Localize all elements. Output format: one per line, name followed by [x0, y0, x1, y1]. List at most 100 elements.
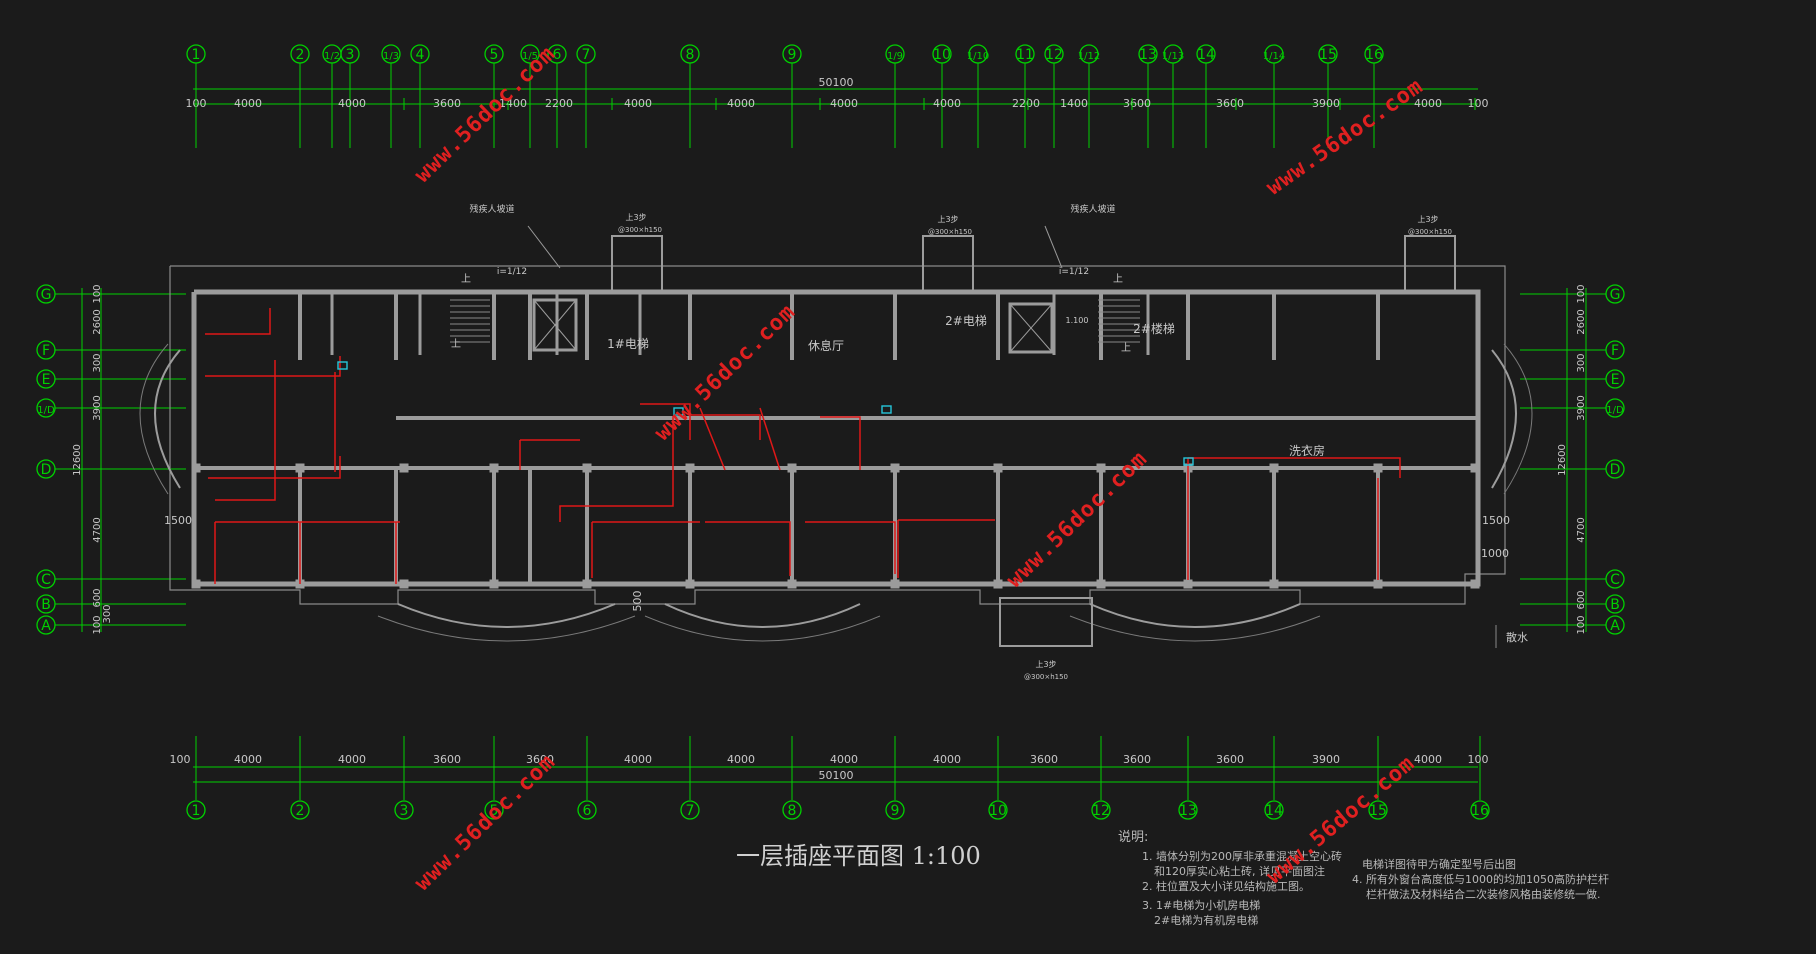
label-steps-sub: @300×h150 [618, 226, 662, 234]
column [489, 463, 499, 473]
axis-bubble-top-label: 11 [1016, 47, 1034, 63]
dim-top: 4000 [830, 97, 858, 110]
label-lounge: 休息厅 [808, 338, 844, 353]
axis-bubble-bottom [394, 800, 414, 820]
dim-bottom: 3600 [1030, 753, 1058, 766]
note-line: 2#电梯为有机房电梯 [1154, 914, 1259, 927]
axis-bubble-bottom [290, 800, 310, 820]
note-line: 电梯详图待甲方确定型号后出图 [1362, 858, 1516, 871]
axis-bubble-bottom-label: 5 [490, 803, 499, 819]
note-line: 1. 墙体分别为200厚非承重混凝土空心砖 [1142, 850, 1342, 863]
column [1470, 463, 1480, 473]
dim-total-top: 50100 [819, 76, 854, 89]
dim-right: 12600 [1557, 444, 1568, 476]
axis-bubble-bottom [1264, 800, 1284, 820]
socket-wiring [559, 416, 674, 522]
dim-right: 300 [1576, 353, 1587, 372]
axis-bubble-left-label: F [42, 343, 50, 359]
dim-left: 4700 [92, 517, 103, 542]
label-laundry: 洗衣房 [1289, 443, 1325, 458]
column [191, 463, 201, 473]
dim-top: 4000 [1414, 97, 1442, 110]
axis-bubble-top-label: 1/13 [1162, 51, 1184, 62]
label-dim: 1000 [1481, 547, 1509, 560]
axis-bubble-top-label: 1/10 [967, 51, 989, 62]
socket-wiring [690, 414, 761, 440]
label-dim-500: 500 [631, 591, 644, 612]
right-bay-curve-outer [1503, 343, 1533, 495]
dim-bottom: 3600 [526, 753, 554, 766]
axis-bubble-top-label: 1/9 [887, 51, 903, 62]
label-slope: i=1/12 [497, 267, 527, 277]
column [1269, 579, 1279, 589]
socket-wiring [640, 403, 691, 440]
axis-bubble-top-label: 14 [1197, 47, 1215, 63]
dim-right: 3900 [1576, 395, 1587, 420]
column [890, 463, 900, 473]
axis-bubble-bottom-label: 13 [1179, 803, 1197, 819]
dim-top: 1400 [499, 97, 527, 110]
axis-bubble-left-label: A [41, 618, 51, 634]
dim-left: 300 [102, 604, 113, 623]
axis-bubble-right-label: G [1610, 287, 1621, 303]
label-elevator-2: 2#电梯 [945, 314, 987, 328]
axis-bubble-left-label: C [41, 572, 51, 588]
dim-bottom: 4000 [624, 753, 652, 766]
dim-right: 4700 [1576, 517, 1587, 542]
label-up: 上 [451, 338, 461, 350]
axis-bubble-top-label: 1/5 [522, 51, 538, 62]
dim-bottom: 3600 [433, 753, 461, 766]
label-ramp: 残疾人坡道 [1070, 203, 1115, 215]
axis-bubble-right-label: C [1610, 572, 1620, 588]
label-steps-sub: @300×h150 [1024, 673, 1068, 681]
bottom-bay-curve-outer [377, 615, 636, 642]
axis-bubble-bottom-label: 9 [891, 803, 900, 819]
dim-left: 3900 [92, 395, 103, 420]
note-line: 3. 1#电梯为小机房电梯 [1142, 899, 1261, 912]
dim-top: 100 [1468, 97, 1489, 110]
dim-top: 2200 [1012, 97, 1040, 110]
socket-wiring [1188, 457, 1401, 478]
axis-bubble-bottom [1091, 800, 1111, 820]
axis-bubble-bottom [988, 800, 1008, 820]
axis-bubble-bottom-label: 6 [583, 803, 592, 819]
dim-top: 4000 [727, 97, 755, 110]
note-line: 和120厚实心粘土砖, 详见平面图注 [1154, 865, 1325, 878]
dim-bottom: 4000 [1414, 753, 1442, 766]
label-level: 1.100 [1066, 316, 1089, 325]
elevator-shaft-2-x [1009, 303, 1053, 353]
socket-wiring [205, 308, 271, 335]
axis-bubble-top-label: 8 [686, 47, 695, 63]
left-bay-curve-outer [139, 343, 169, 495]
elevator-shaft-1-x [533, 299, 577, 351]
left-bay-curve [154, 349, 181, 489]
axis-bubble-bottom-label: 8 [788, 803, 797, 819]
socket-wiring [215, 360, 276, 501]
dim-top: 3600 [1216, 97, 1244, 110]
axis-bubble-bottom [680, 800, 700, 820]
dim-total-bottom: 50100 [819, 769, 854, 782]
axis-bubble-left-label: G [41, 287, 52, 303]
label-steps: 上3步 [625, 213, 646, 222]
axis-bubble-top-label: 1/12 [1078, 51, 1100, 62]
axis-bubble-bottom [1178, 800, 1198, 820]
label-dim: 1500 [164, 514, 192, 527]
axis-bubble-top-label: 2 [296, 47, 305, 63]
label-steps-sub: @300×h150 [928, 228, 972, 236]
label-steps: 上3步 [1035, 660, 1056, 669]
axis-bubble-top-label: 12 [1045, 47, 1063, 63]
axis-bubble-right-label: B [1610, 597, 1620, 613]
axis-bubble-top-label: 13 [1139, 47, 1157, 63]
entrance-porch [611, 235, 663, 293]
dim-left: 600 [92, 588, 103, 607]
axis-bubble-right-label: 1/D [1606, 405, 1624, 416]
dim-top: 3600 [433, 97, 461, 110]
column [787, 579, 797, 589]
column [1470, 579, 1480, 589]
axis-bubble-bottom-label: 3 [400, 803, 409, 819]
dim-top: 2200 [545, 97, 573, 110]
right-bay-curve [1491, 349, 1517, 489]
column [787, 463, 797, 473]
column [582, 463, 592, 473]
column [1096, 463, 1106, 473]
